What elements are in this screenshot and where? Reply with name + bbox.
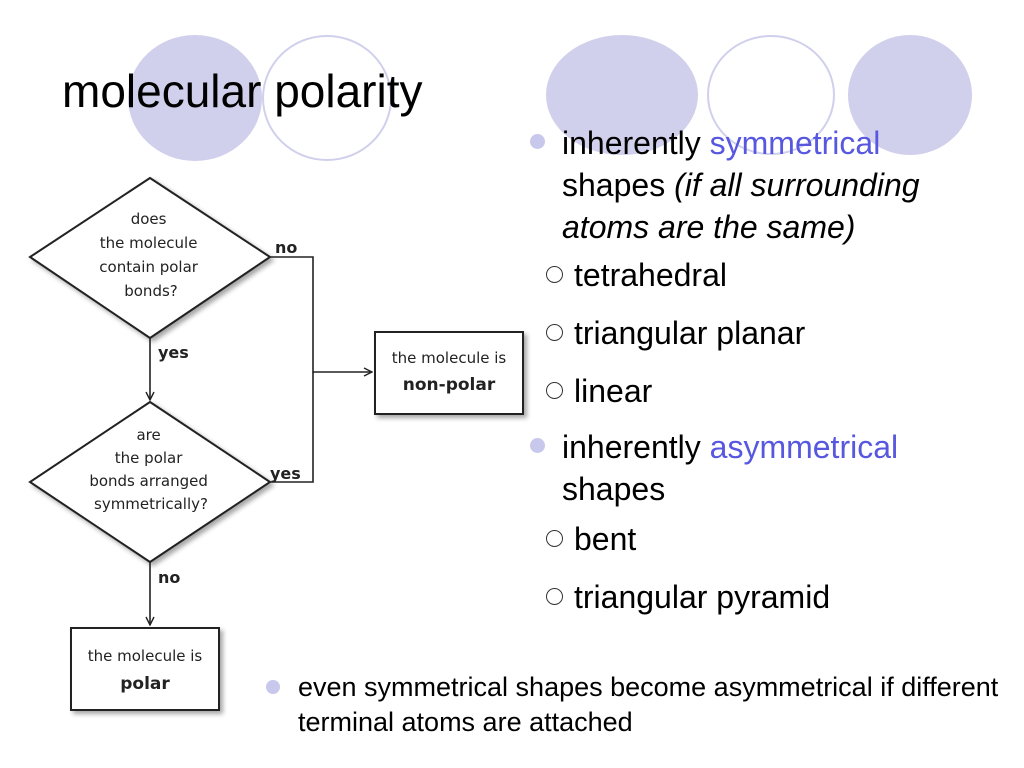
polarity-flowchart: does the molecule contain polar bonds? a…: [28, 176, 524, 711]
label-yes-2: yes: [270, 464, 301, 483]
sub-bullet-circle-icon: [546, 588, 563, 605]
result-polar-line-1: the molecule is: [88, 647, 203, 665]
bullet-dot-icon: [530, 134, 545, 149]
decor-circle-2: [262, 35, 392, 161]
result-nonpolar-line-1: the molecule is: [392, 349, 507, 367]
sub-bullet-circle-icon: [546, 530, 563, 547]
decor-circle-4: [707, 35, 835, 155]
footnote-text: even symmetrical shapes become asymmetri…: [298, 672, 999, 737]
bullet-symmetric-note: (if all surrounding atoms are the same): [562, 167, 920, 245]
result-nonpolar-box: [374, 331, 524, 415]
decision-1-line-1: does: [131, 210, 167, 228]
label-no-2: no: [158, 568, 180, 587]
label-yes-1: yes: [158, 343, 189, 362]
bullet-asymmetric-highlight: asymmetrical: [709, 429, 899, 465]
decor-circle-3: [546, 35, 698, 155]
shape-triangular-planar: triangular planar: [574, 315, 806, 351]
sub-bullet-circle-icon: [546, 324, 563, 341]
bullet-dot-icon: [266, 680, 280, 694]
shape-linear: linear: [574, 373, 653, 409]
bullet-symmetric: inherently symmetrical shapes (if all sur…: [526, 122, 992, 248]
shape-bent: bent: [574, 521, 637, 557]
sub-bullet: bent: [526, 510, 992, 568]
connector-yes-2: [270, 372, 314, 483]
result-polar-line-2: polar: [120, 674, 170, 694]
shape-tetrahedral: tetrahedral: [574, 257, 727, 293]
svg-text:does the molecule cont: does the molecule contain polar bonds?: [99, 210, 202, 300]
bullet-asymmetric-prefix: inherently: [562, 429, 710, 465]
sub-bullet-circle-icon: [546, 266, 563, 283]
connector-no-1: [270, 256, 372, 372]
sub-bullet: linear: [526, 362, 992, 420]
bullet-symmetric-highlight: symmetrical: [709, 125, 881, 161]
sub-bullet: triangular pyramid: [526, 568, 992, 626]
shape-triangular-pyramid: triangular pyramid: [574, 579, 831, 615]
decision-1-line-2: the molecule: [100, 234, 198, 252]
decision-2-line-3: bonds arranged: [89, 472, 208, 490]
bullet-asymmetric-line2: shapes: [562, 471, 666, 507]
decision-2-line-2: the polar: [115, 449, 183, 467]
sub-bullet: triangular planar: [526, 304, 992, 362]
decision-2-line-1: are: [136, 426, 160, 444]
bullet-footnote: even symmetrical shapes become asymmetri…: [262, 670, 1018, 740]
sub-bullet: tetrahedral: [526, 246, 992, 304]
bullet-symmetric-prefix: inherently: [562, 125, 710, 161]
svg-text:are the polar bonds ar: are the polar bonds arranged symmetrical…: [89, 426, 212, 513]
decision-1-line-3: contain polar: [99, 258, 199, 276]
decor-circle-1: [128, 35, 262, 161]
shape-list: inherently symmetrical shapes (if all sur…: [526, 122, 992, 626]
label-no-1: no: [275, 238, 297, 257]
result-polar-box: [70, 627, 220, 711]
decision-2-line-4: symmetrically?: [94, 495, 208, 513]
decor-circle-5: [848, 35, 972, 155]
bullet-symmetric-line2: shapes: [562, 167, 675, 203]
footnote-list: even symmetrical shapes become asymmetri…: [262, 670, 1018, 740]
sub-bullet-circle-icon: [546, 382, 563, 399]
bullet-dot-icon: [530, 438, 545, 453]
result-nonpolar-line-2: non-polar: [403, 375, 496, 395]
decision-1-line-4: bonds?: [124, 282, 178, 300]
bullet-asymmetric: inherently asymmetrical shapes: [526, 426, 992, 510]
slide-title: molecular polarity: [62, 65, 423, 117]
